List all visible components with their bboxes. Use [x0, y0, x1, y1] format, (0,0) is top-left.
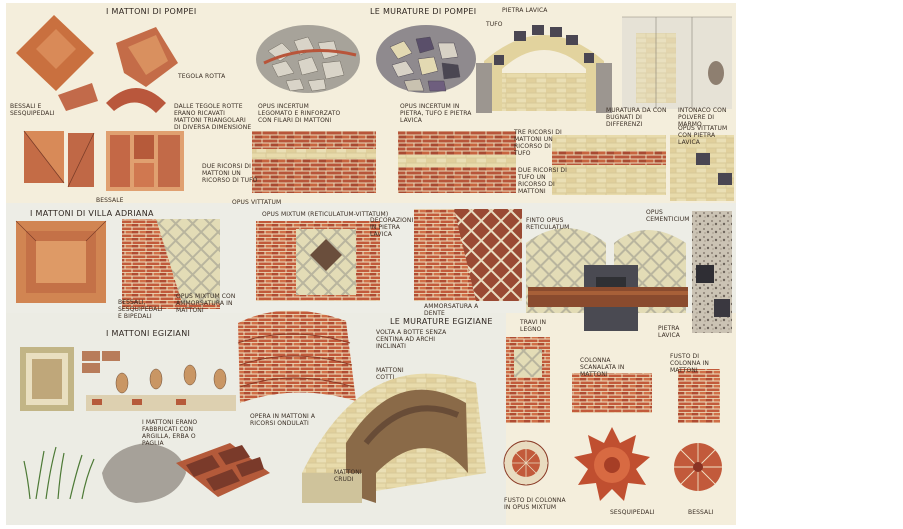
label-bessali-sesquipedali: BESSALI E SESQUIPEDALI — [10, 103, 55, 117]
label-opus-cementicium: OPUS CEMENTICIUM — [646, 209, 690, 223]
label-ammorsatura: AMMORSATURA A DENTE — [424, 303, 479, 317]
label-opus-vittatum-pietra: OPUS VITTATUM CON PIETRA LAVICA — [678, 125, 728, 146]
label-opera-mattoni: OPERA IN MATTONI A RICORSI ONDULATI — [250, 413, 316, 427]
label-intonaco: INTONACO CON POLVERE DI MARMO — [678, 107, 727, 128]
label-due-ricorsi-2: DUE RICORSI DI TUFO UN RICORSO DI MATTON… — [518, 167, 568, 195]
label-sesquipedali: SESQUIPEDALI — [610, 509, 655, 516]
label-mattoni-cotti: MATTONI COTTI — [376, 367, 404, 381]
label-tre-ricorsi: TRE RICORSI DI MATTONI UN RICORSO DI TUF… — [514, 129, 562, 157]
illustration-drawing — [6, 15, 736, 525]
label-fusto-colonna-2: FUSTO DI COLONNA IN OPUS MIXTUM — [504, 497, 566, 511]
label-opus-incertum-1: OPUS INCERTUM LEGOMATO E RINFORZATO CON … — [258, 103, 341, 124]
label-travi-legno: TRAVI IN LEGNO — [520, 319, 547, 333]
label-opus-incertum-2: OPUS INCERTUM IN PIETRA, TUFO E PIETRA L… — [400, 103, 472, 124]
label-bessali-sesquipedali-2: BESSALI, SESQUIPEDALI E BIPEDALI — [118, 299, 163, 320]
label-mattoni-erano: I MATTONI ERANO FABBRICATI CON ARGILLA, … — [142, 419, 198, 447]
label-colonna-scanalata: COLONNA SCANALATA IN MATTONI — [580, 357, 625, 378]
heading-mattoni-egiziani: I MATTONI EGIZIANI — [106, 329, 191, 338]
label-dalle-tegole-rotte: DALLE TEGOLE ROTTE ERANO RICAVATI MATTON… — [174, 103, 252, 131]
label-fusto-colonna-1: FUSTO DI COLONNA IN MATTONI — [670, 353, 710, 374]
label-bessale: BESSALE — [96, 197, 124, 204]
illustration-sheet: I MATTONI DI POMPEI LE MURATURE DI POMPE… — [6, 3, 736, 525]
label-mattoni-crudi: MATTONI CRUDI — [334, 469, 362, 483]
label-opus-mixtum-ammorsatura: OPUS MIXTUM CON AMMORSATURA IN MATTONI — [176, 293, 236, 314]
label-opus-vittatum: OPUS VITTATUM — [232, 199, 282, 206]
label-pietra-lavica-2: PIETRA LAVICA — [658, 325, 680, 339]
label-tufo: TUFO — [486, 21, 503, 28]
heading-murature-pompei: LE MURATURE DI POMPEI — [370, 7, 477, 16]
label-finto-opus: FINTO OPUS RETICULATUM — [526, 217, 570, 231]
label-bessali: BESSALI — [688, 509, 714, 516]
label-decorazioni: DECORAZIONI IN PIETRA LAVICA — [370, 217, 414, 238]
heading-mattoni-pompei: I MATTONI DI POMPEI — [106, 7, 197, 16]
heading-mattoni-villa-adriana: I MATTONI DI VILLA ADRIANA — [30, 209, 154, 218]
label-opus-mixtum-reticulatum: OPUS MIXTUM (RETICULATUM-VITTATUM) — [262, 211, 389, 218]
label-tegola-rotta: TEGOLA ROTTA — [178, 73, 226, 80]
heading-murature-egiziane: LE MURATURE EGIZIANE — [390, 317, 493, 326]
label-volta-a-botte: VOLTA A BOTTE SENZA CENTINA AD ARCHI INC… — [376, 329, 447, 350]
label-muratura-pali: MURATURA DA CON BUGNATI DI DIFFERENZI — [606, 107, 667, 128]
label-due-ricorsi-1: DUE RICORSI DI MATTONI UN RICORSO DI TUF… — [202, 163, 258, 184]
label-pietra-lavica: PIETRA LAVICA — [502, 7, 548, 14]
